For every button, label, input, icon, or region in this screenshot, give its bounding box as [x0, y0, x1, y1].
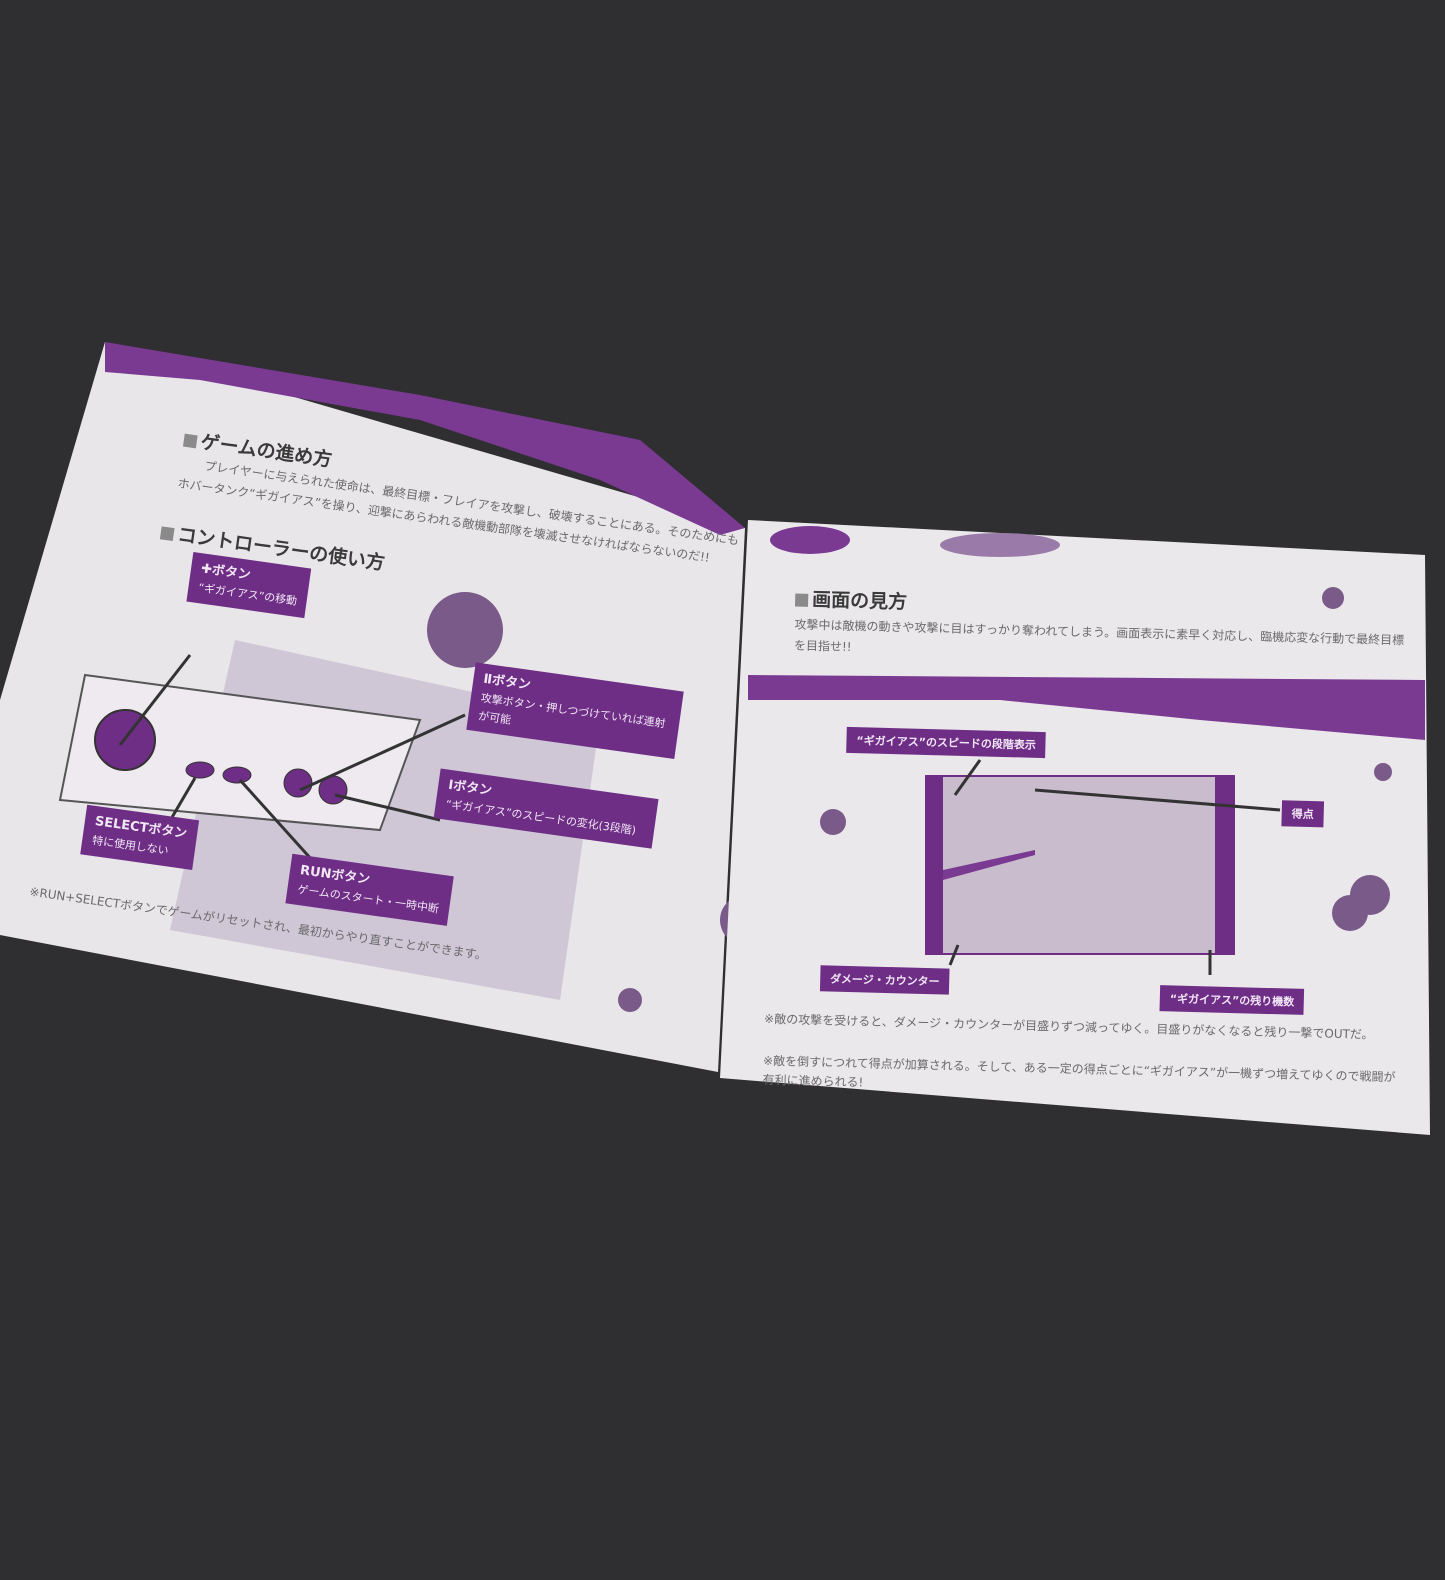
game-screen-image	[925, 775, 1235, 955]
controller-illustration	[58, 673, 422, 832]
screen-guide-body: 攻撃中は敵機の動きや攻撃に目はすっかり奪われてしまう。画面表示に素早く対応し、臨…	[793, 617, 1405, 654]
label-damage-counter: ダメージ・カウンター	[819, 965, 950, 995]
heading-screen-guide: 画面の見方	[794, 584, 908, 614]
label-score: 得点	[1281, 800, 1325, 828]
heading-text: 画面の見方	[811, 588, 908, 614]
note-score: ※敵を倒すにつれて得点が加算される。そして、ある一定の得点ごとに“ギガイアス”が…	[762, 1053, 1396, 1090]
left-page-purple-band	[105, 342, 745, 535]
note-damage: ※敵の攻撃を受けると、ダメージ・カウンターが目盛りずつ減ってゆく。目盛りがなくな…	[763, 1011, 1374, 1042]
label-speed-indicator: “ギガイアス”のスピードの段階表示	[846, 726, 1047, 759]
booklet-photo	[0, 342, 1430, 1135]
right-page-purple-band	[748, 675, 1425, 740]
label-remaining-lives: “ギガイアス”の残り機数	[1159, 985, 1305, 1015]
